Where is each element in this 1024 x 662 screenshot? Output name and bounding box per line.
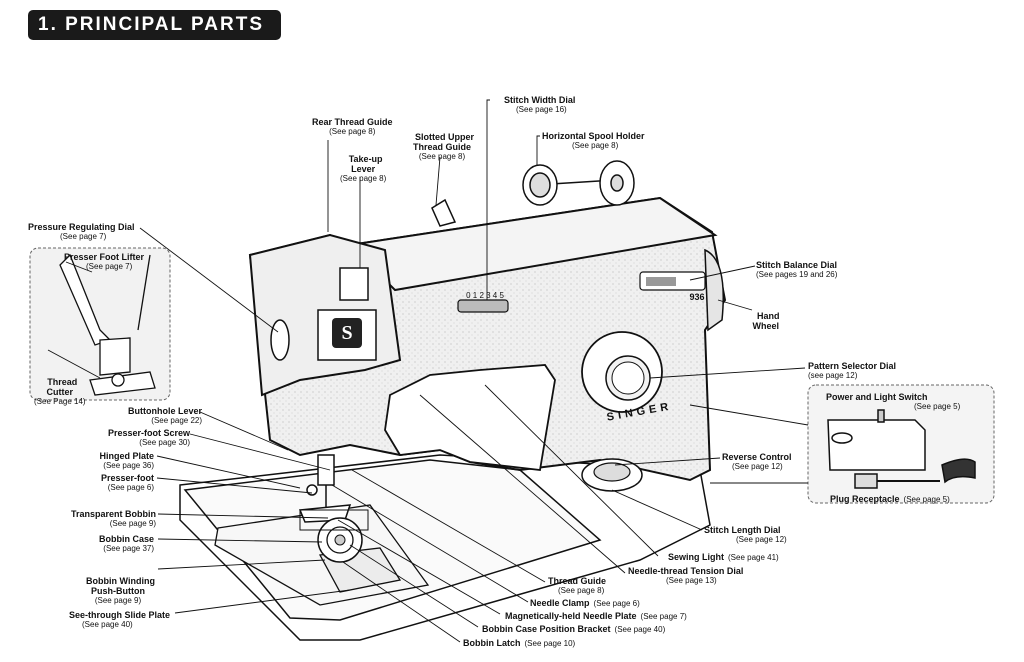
label-plug-receptacle: Plug Receptacle(See page 5) bbox=[830, 494, 950, 504]
presser-foot-lifter-drawing bbox=[59, 253, 156, 396]
bobbin-area bbox=[299, 509, 369, 563]
label-rear-thread-guide: Rear Thread Guide(See page 8) bbox=[312, 117, 393, 136]
label-reverse-control: Reverse Control(See page 12) bbox=[722, 452, 792, 471]
hand-wheel-shape bbox=[704, 248, 724, 332]
stitch-length-dial-shape bbox=[581, 458, 643, 492]
slotted-thread-guide-shape bbox=[431, 198, 457, 227]
page-title: 1. PRINCIPAL PARTS bbox=[28, 10, 281, 40]
label-thread-cutter: Thread Cutter(See Page 14) bbox=[34, 377, 86, 406]
label-thread-guide: Thread Guide(See page 8) bbox=[548, 576, 607, 595]
leader-lines bbox=[47, 99, 809, 643]
label-presser-foot-screw: Presser-foot Screw(See page 30) bbox=[107, 428, 190, 447]
label-power-and-light-switch: Power and Light Switch(See page 5) bbox=[826, 392, 961, 411]
label-stitch-width-dial: Stitch Width Dial(See page 16) bbox=[504, 95, 576, 114]
label-hand-wheel: Hand Wheel bbox=[752, 311, 780, 331]
label-transparent-bobbin: Transparent Bobbin(See page 9) bbox=[70, 509, 156, 528]
arm-opening bbox=[384, 364, 556, 471]
label-stitch-length-dial: Stitch Length Dial(See page 12) bbox=[704, 525, 787, 544]
see-through-slide-plate-shape bbox=[214, 504, 430, 606]
label-needle-clamp: Needle Clamp(See page 6) bbox=[530, 598, 640, 608]
spool-holder-shape bbox=[522, 160, 635, 206]
label-buttonhole-lever: Buttonhole Lever(See page 22) bbox=[127, 406, 202, 425]
label-hinged-plate: Hinged Plate(See page 36) bbox=[99, 451, 154, 470]
singer-s-logo: S bbox=[317, 309, 377, 361]
label-sewing-light: Sewing Light(See page 41) bbox=[668, 552, 779, 562]
label-bobbin-latch: Bobbin Latch(See page 10) bbox=[463, 638, 576, 648]
label-pressure-regulating-dial: Pressure Regulating Dial(See page 7) bbox=[28, 222, 135, 241]
label-presser-foot-lifter: Presser Foot Lifter(See page 7) bbox=[64, 252, 145, 271]
stitch-balance-dial-shape: 936 bbox=[639, 271, 706, 302]
label-needle-thread-tension-dial: Needle-thread Tension Dial(See page 13) bbox=[628, 566, 744, 585]
svg-text:S: S bbox=[341, 322, 352, 344]
label-magnetically-held-needle-plate: Magnetically-held Needle Plate(See page … bbox=[505, 611, 687, 621]
label-bobbin-winding-push-button: Bobbin Winding Push-Button(See page 9) bbox=[86, 576, 155, 605]
label-slotted-upper-thread-guide: Slotted Upper Thread Guide(See page 8) bbox=[413, 132, 475, 161]
take-up-lever-shape bbox=[339, 267, 369, 301]
label-bobbin-case-position-bracket: Bobbin Case Position Bracket(See page 40… bbox=[482, 624, 666, 634]
pattern-selector-dial-shape bbox=[581, 331, 663, 413]
stitch-width-scale: 0 1 2 3 4 5 bbox=[466, 291, 504, 300]
label-presser-foot: Presser-foot(See page 6) bbox=[100, 473, 154, 492]
presser-foot-lifter-inset bbox=[29, 247, 171, 401]
label-see-through-slide-plate: See-through Slide Plate(See page 40) bbox=[68, 610, 170, 629]
label-stitch-balance-dial: Stitch Balance Dial(See pages 19 and 26) bbox=[756, 260, 838, 279]
label-take-up-lever: Take-up Lever(See page 8) bbox=[340, 154, 387, 183]
pressure-dial-shape bbox=[270, 319, 290, 361]
power-switch-drawing bbox=[827, 409, 976, 489]
model-number: 936 bbox=[689, 292, 704, 302]
label-pattern-selector-dial: Pattern Selector Dial(see page 12) bbox=[808, 361, 897, 380]
label-bobbin-case: Bobbin Case(See page 37) bbox=[98, 534, 154, 553]
label-horizontal-spool-holder: Horizontal Spool Holder(See page 8) bbox=[542, 131, 645, 150]
stitch-width-dial-shape: 0 1 2 3 4 5 bbox=[457, 291, 509, 313]
